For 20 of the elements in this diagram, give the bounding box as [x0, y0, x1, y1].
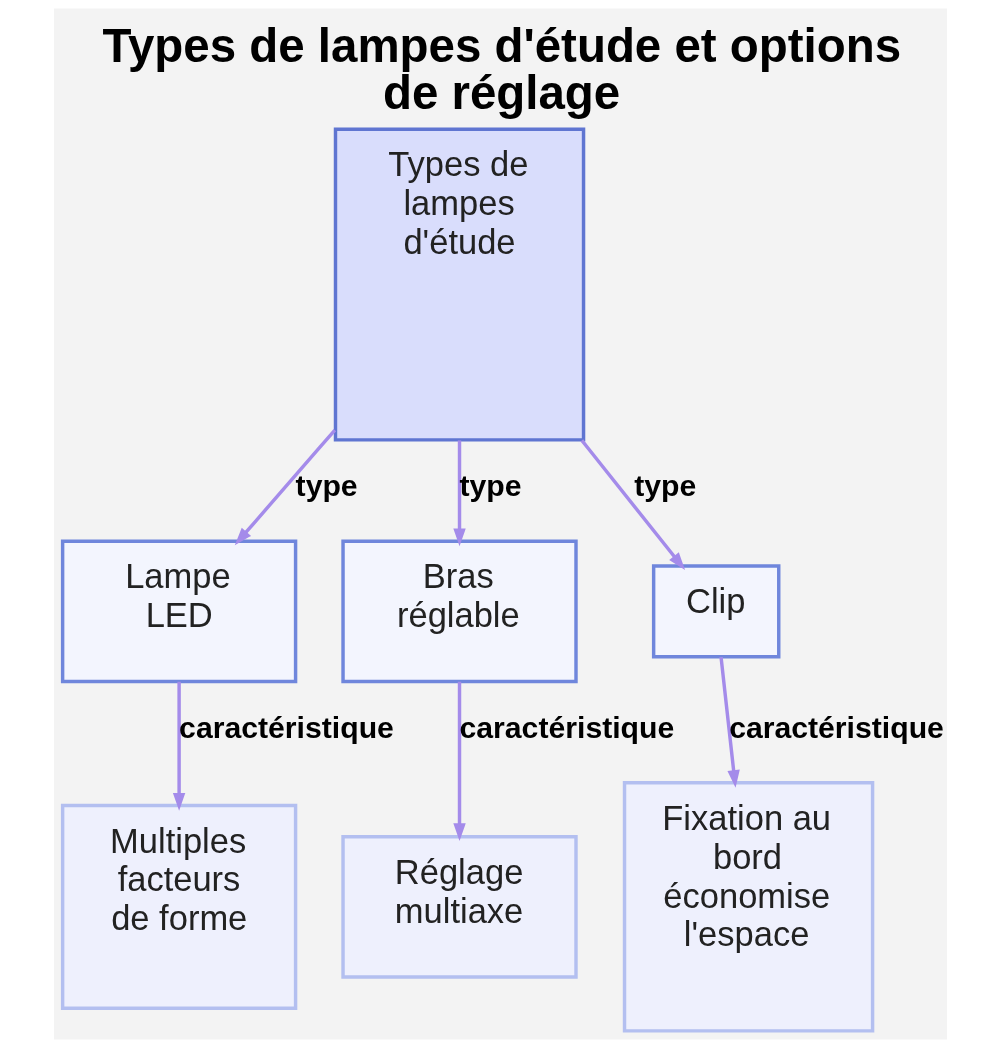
arrow — [172, 681, 185, 811]
node-box: Lampe LED — [60, 539, 297, 684]
arrow — [452, 440, 466, 547]
node-box: Multiples facteurs de forme — [60, 803, 297, 1010]
edge-label: caractéristique — [459, 710, 674, 744]
node-box: Bras réglable — [340, 539, 578, 684]
arrow — [580, 439, 685, 571]
edge-label: type — [295, 469, 358, 503]
node-box: Clip — [651, 564, 780, 659]
node-box: Fixation au bord économise l'espace — [622, 781, 874, 1033]
edge-label: caractéristique — [178, 710, 394, 744]
node-box: Types de lampes d'étude — [333, 127, 585, 442]
edge-label: type — [633, 469, 696, 503]
node-box: Réglage multiaxe — [340, 835, 578, 979]
diagram-title: Types de lampes d'étude et options de réglage — [102, 18, 901, 119]
arrow — [452, 681, 466, 842]
arrow — [718, 656, 740, 788]
arrow — [234, 428, 336, 546]
edge-label: caractéristique — [728, 710, 944, 744]
edge-label: type — [459, 469, 522, 503]
